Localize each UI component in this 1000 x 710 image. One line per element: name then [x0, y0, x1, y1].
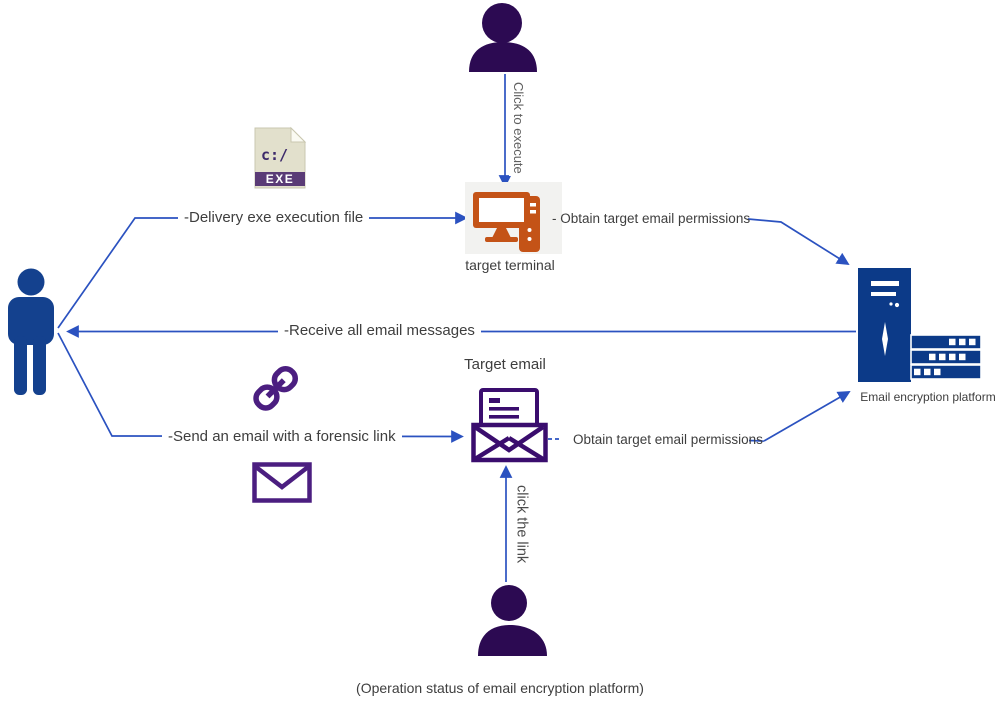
- exe-file-banner-text: EXE: [265, 172, 295, 186]
- email-encryption-platform-icon: [858, 268, 982, 382]
- target-terminal-icon: [465, 182, 562, 254]
- target-email-icon: [471, 388, 548, 463]
- exe-file-text: c:/: [261, 146, 289, 164]
- connector-obtain-permissions-bottom-stub: [748, 439, 765, 442]
- connector-delivery-exe: [57, 211, 468, 329]
- node-label-target-email: Target email: [464, 356, 546, 373]
- node-label-email-encryption-platform: Email encryption platform: [860, 390, 996, 404]
- user-top-icon: [469, 3, 537, 72]
- email-envelope-icon: [252, 462, 312, 503]
- edge-label-receive-messages: -Receive all email messages: [278, 322, 481, 340]
- user-bottom-icon: [478, 585, 547, 656]
- forensic-link-icon: [253, 365, 299, 411]
- attacker-icon: [8, 268, 54, 395]
- connector-obtain-permissions-top: [747, 218, 850, 266]
- node-label-target-terminal: target terminal: [465, 257, 555, 273]
- edge-label-obtain-permissions-bottom: Obtain target email permissions: [573, 432, 763, 447]
- connector-obtain-permissions-bottom: [763, 391, 851, 442]
- diagram-caption: (Operation status of email encryption pl…: [356, 680, 644, 696]
- edge-label-delivery-exe: -Delivery exe execution file: [178, 209, 370, 227]
- connector-send-forensic-link: [57, 332, 464, 443]
- exe-file-icon: [254, 126, 307, 189]
- edge-label-click-to-execute: Click to execute: [509, 80, 526, 176]
- edge-label-click-the-link: click the link: [512, 483, 531, 566]
- edge-label-send-forensic-link: -Send an email with a forensic link: [162, 428, 402, 446]
- edge-label-obtain-permissions-top: - Obtain target email permissions: [552, 211, 751, 226]
